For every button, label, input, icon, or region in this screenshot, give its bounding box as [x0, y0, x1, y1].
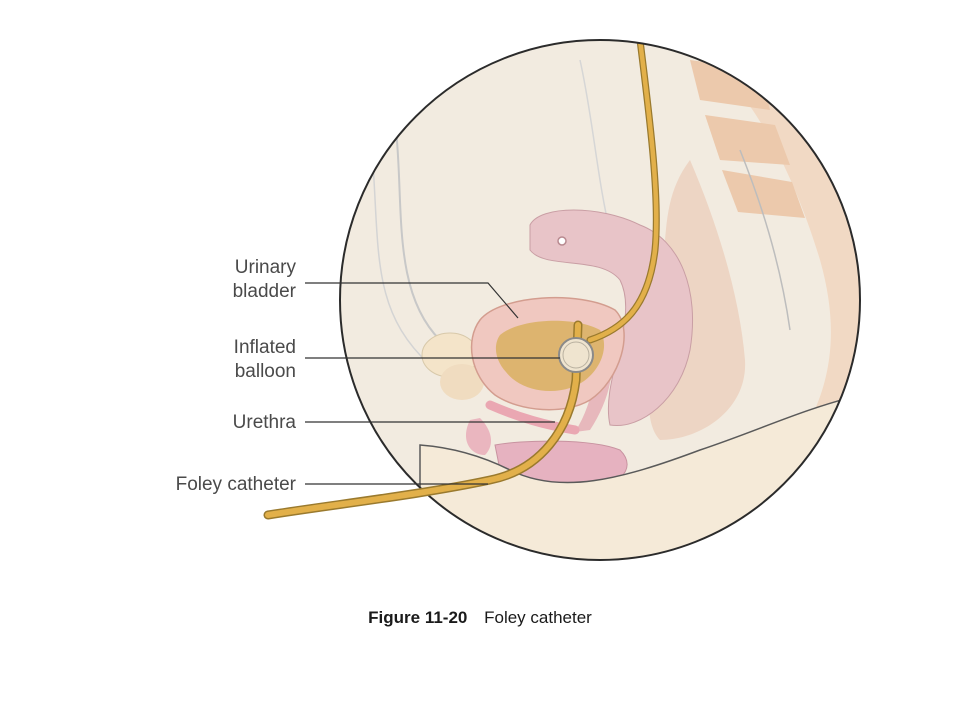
label-balloon: balloon	[235, 361, 296, 382]
balloon-highlight	[562, 341, 590, 369]
urethra	[485, 400, 580, 435]
figure-title: Foley catheter	[484, 608, 592, 627]
vertebra-3	[722, 170, 805, 218]
leader-lines	[305, 282, 560, 485]
label-urinary: Urinary	[235, 257, 297, 278]
vertebra-2	[705, 115, 790, 165]
ovary-mark	[557, 236, 567, 246]
leader-urinary-bladder	[305, 282, 519, 319]
label-urethra: Urethra	[233, 412, 297, 433]
label-inflated: Inflated	[234, 337, 296, 358]
catheter-tube	[265, 322, 581, 518]
inflated-balloon	[558, 337, 594, 373]
labium	[465, 418, 492, 455]
pubic-symphysis	[440, 364, 484, 400]
inset-border	[339, 39, 861, 561]
foley-catheter	[263, 320, 594, 520]
callout-labels: Urinary bladder Inflated balloon Urethra…	[176, 257, 297, 495]
abdominal-wall-line-outer	[371, 149, 431, 366]
catheter-upper	[587, 40, 659, 343]
figure-caption: Figure 11-20 Foley catheter	[0, 608, 960, 628]
abdominal-wall-line	[394, 119, 441, 341]
sacral-canal	[739, 149, 791, 331]
label-foley-catheter: Foley catheter	[176, 474, 297, 495]
figure-number: Figure 11-20	[368, 608, 468, 627]
label-bladder: bladder	[233, 281, 297, 302]
foley-catheter-diagram: Urinary bladder Inflated balloon Urethra…	[176, 39, 861, 561]
anatomy-inset	[339, 39, 861, 561]
